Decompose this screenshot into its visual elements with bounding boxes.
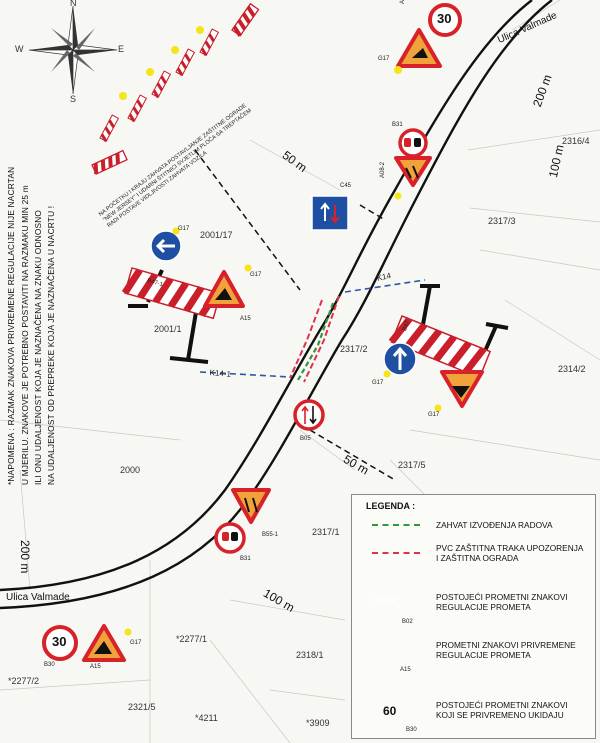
speed-limit-text-top: 30 <box>437 11 452 26</box>
sign-code: A15 <box>240 316 251 322</box>
left-barrier-assembly <box>121 227 252 364</box>
note-line-1: *NAPOMENA : RAZMAK ZNAKOVA PRIVREMENE RE… <box>6 166 16 485</box>
note-line-2: U MJERILU. ZNAKOVE JE POTREBNO POSTAVITI… <box>20 185 30 485</box>
work-zone-line <box>297 302 335 381</box>
protective-tape-line <box>289 295 340 383</box>
sign-code: G17 <box>428 412 440 418</box>
legend-green-line <box>372 524 420 526</box>
parcel-label: *2277/1 <box>176 634 208 644</box>
compass-north-label: N <box>70 0 77 8</box>
road-edges <box>0 0 553 610</box>
speed-limit-text-bottom: 30 <box>52 634 67 649</box>
note-line-4: NA UDALJENOST OD PREPREKE KOJA JE NAZNAČ… <box>46 205 56 485</box>
legend-title: LEGENDA : <box>366 501 416 511</box>
oncoming-priority-sign <box>293 399 325 431</box>
compass-east-label: E <box>118 44 125 54</box>
parcel-label: 2000 <box>120 465 141 475</box>
barrier-boards <box>91 2 260 175</box>
sign-code: B31 <box>392 122 403 128</box>
sign-code: B55-1 <box>262 532 279 538</box>
sign-code: G17 <box>378 56 390 62</box>
parcel-label: 2316/4 <box>562 136 590 146</box>
sign-code: C45 <box>340 183 352 189</box>
sign-code: B30 <box>44 662 55 668</box>
legend-cancelled-sign-text: 60 <box>383 704 397 718</box>
sign-code: B31 <box>240 556 251 562</box>
route-label-k14-1: K14-1 <box>209 368 232 379</box>
legend-existing-signs-text: POSTOJEĆI PROMETNI ZNAKOVI REGULACIJE PR… <box>436 592 568 612</box>
parcel-label: 2318/1 <box>296 650 324 660</box>
compass-west-label: W <box>15 44 24 54</box>
legend-temporary-signs-text: PROMETNI ZNAKOVI PRIVREMENE REGULACIJE P… <box>436 640 576 660</box>
sign-code: G17 <box>178 226 190 232</box>
compass-rose-icon <box>28 5 118 95</box>
legend-work-zone-text: ZAHVAT IZVOĐENJA RADOVA <box>436 520 553 530</box>
parcel-label: 2314/2 <box>558 364 586 374</box>
barrier-route-lines <box>199 279 426 378</box>
parcel-label: *3909 <box>306 718 330 728</box>
sign-code: A08-2 <box>380 161 386 178</box>
sign-group-bottom-left <box>42 624 132 662</box>
sign-code: A15 <box>90 664 101 670</box>
parcel-label: 2001/17 <box>200 230 233 240</box>
legend-works-code: A15 <box>400 667 411 673</box>
sign-code: B05 <box>300 436 311 442</box>
parcel-label: 2321/5 <box>128 702 156 712</box>
sign-code: G17 <box>130 640 142 646</box>
sign-code: G17 <box>250 272 262 278</box>
parcel-label: *2277/2 <box>8 676 40 686</box>
legend-tape-text: PVC ZAŠTITNA TRAKA UPOZORENJA I ZAŠTITNA… <box>436 543 584 563</box>
parcel-label: 2001/1 <box>154 324 182 334</box>
legend-stop-sign-text: STOP <box>375 596 397 605</box>
sign-code: G17 <box>372 380 384 386</box>
sign-pointer-lines <box>194 149 396 481</box>
legend-cancelled-code: B30 <box>406 727 417 733</box>
parcel-label: 2317/1 <box>312 527 340 537</box>
legend-cancelled-signs-text: POSTOJEĆI PROMETNI ZNAKOVI KOJI SE PRIVR… <box>436 700 568 720</box>
street-label-bottom: Ulica Valmade <box>6 592 70 603</box>
sign-group-top-right <box>394 3 462 74</box>
parcel-label: 2317/2 <box>340 344 368 354</box>
parcel-label: 2317/5 <box>398 460 426 470</box>
distance-200m-left: 200 m <box>18 540 32 574</box>
legend-red-line <box>372 552 420 554</box>
parcel-label: 2317/3 <box>488 216 516 226</box>
note-line-3: ILI ONU UDALJENOST KOJA JE NAZNAČENA NA … <box>33 209 43 485</box>
parcel-label: *4211 <box>195 713 218 723</box>
sign-group-lower-road <box>214 488 271 554</box>
sign-group-upper-road <box>394 128 432 200</box>
legend-panel: LEGENDA : ZAHVAT IZVOĐENJA RADOVA PVC ZA… <box>351 494 596 739</box>
sign-code: A15 <box>400 0 406 4</box>
legend-stop-code: B02 <box>402 619 413 625</box>
compass-south-label: S <box>70 94 77 104</box>
right-barrier-assembly <box>383 284 509 412</box>
priority-sign <box>311 195 349 231</box>
